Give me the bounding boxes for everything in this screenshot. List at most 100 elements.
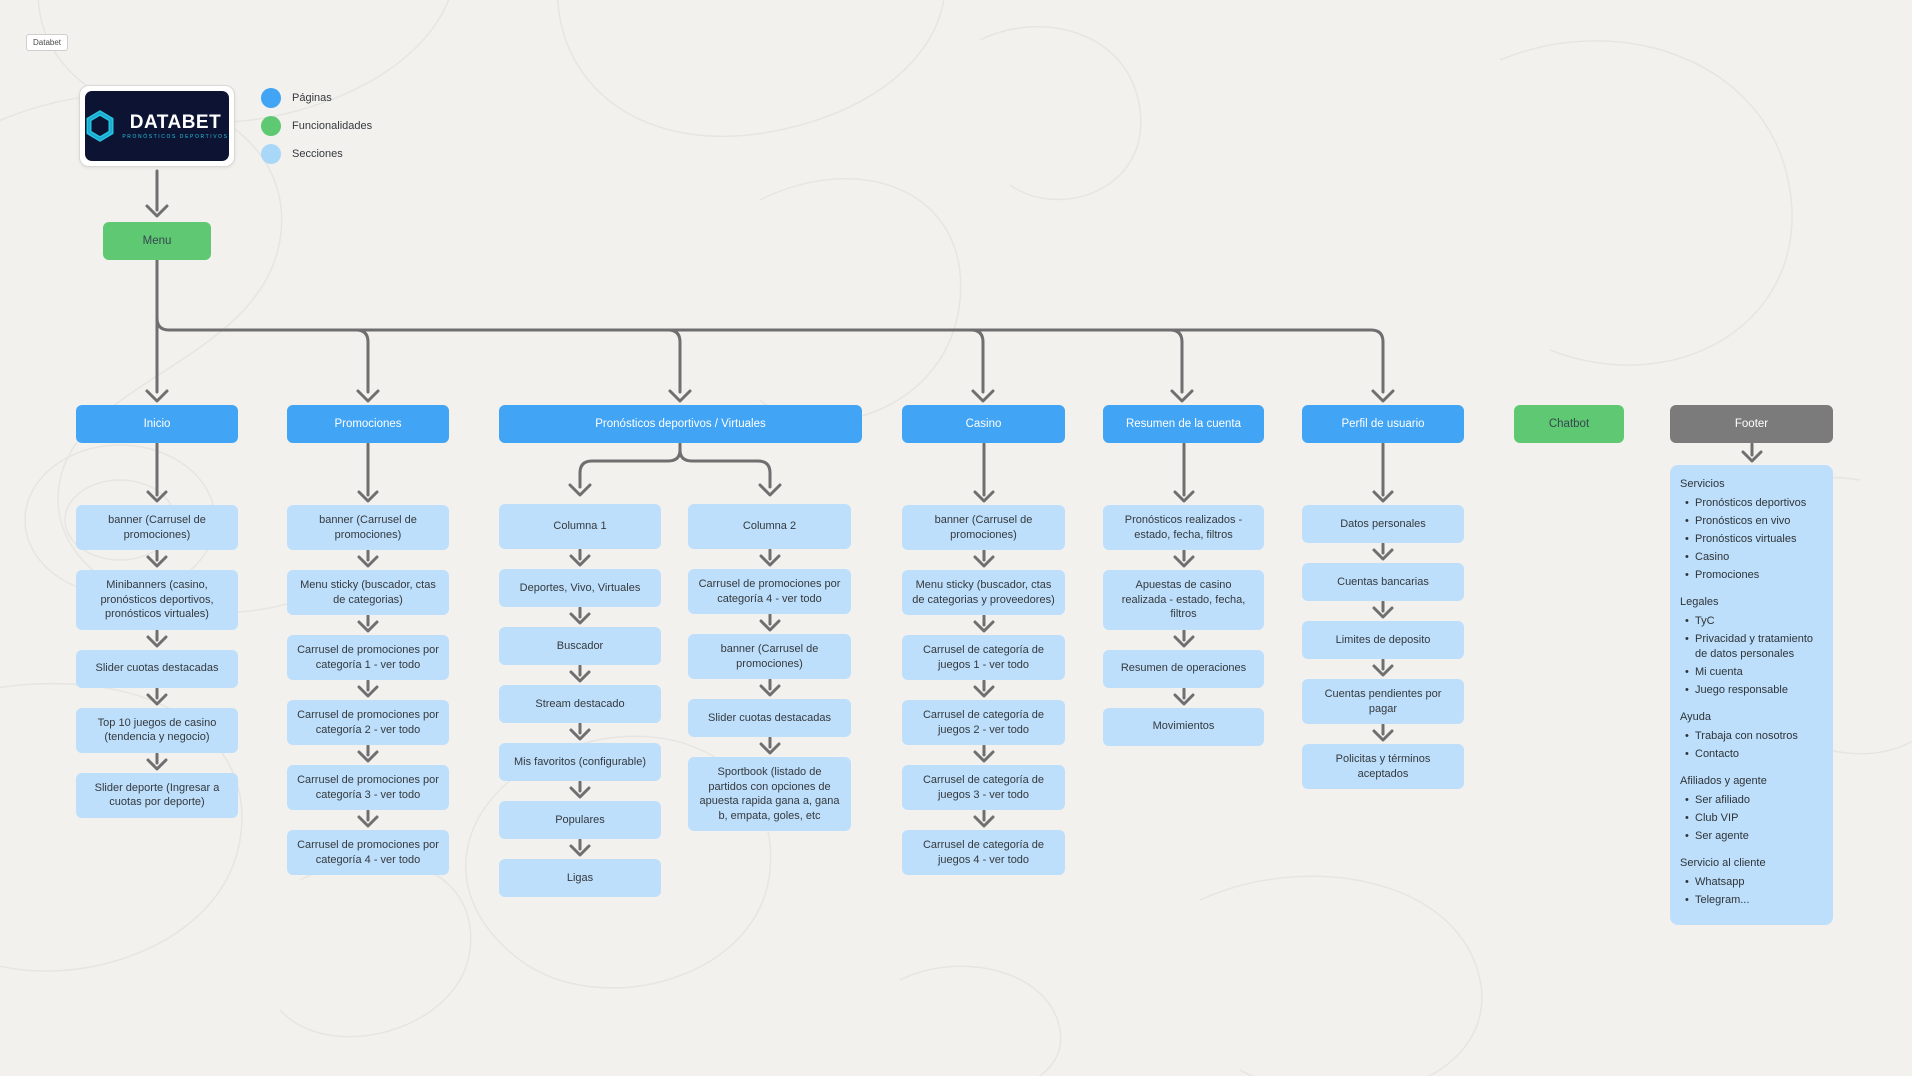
- logo-node[interactable]: DATABET PRONÓSTICOS DEPORTIVOS: [79, 85, 235, 167]
- arrow-down-connector: [688, 549, 851, 569]
- page-node-casino[interactable]: Casino: [902, 405, 1065, 443]
- arrow-down-connector: [76, 687, 238, 708]
- section-node-resumen-de-operaciones[interactable]: Resumen de operaciones: [1103, 649, 1264, 688]
- section-node-menu-sticky-buscador-ctas-de-categorias-[interactable]: Menu sticky (buscador, ctas de categoria…: [902, 570, 1065, 615]
- footer-group-list: WhatsappTelegram...: [1680, 875, 1823, 908]
- arrow-down-connector: [1302, 724, 1464, 744]
- arrow-down-connector: [1103, 550, 1264, 570]
- footer-link-trabaja-con-nosotros[interactable]: Trabaja con nosotros: [1680, 729, 1823, 744]
- section-node-carrusel-de-promociones-por-categoria-2-[interactable]: Carrusel de promociones por categoría 2 …: [287, 700, 449, 745]
- section-node-mis-favoritos-configurable[interactable]: Mis favoritos (configurable): [499, 743, 661, 781]
- section-node-carrusel-de-promociones-por-categoria-1-[interactable]: Carrusel de promociones por categoría 1 …: [287, 635, 449, 680]
- arrow-down-connector: [1302, 543, 1464, 563]
- section-node-cuentas-pendientes-por-pagar[interactable]: Cuentas pendientes por pagar: [1302, 679, 1464, 724]
- section-node-banner-carrusel-de-promociones[interactable]: banner (Carrusel de promociones): [76, 505, 238, 550]
- footer-link-pronosticos-en-vivo[interactable]: Pronósticos en vivo: [1680, 514, 1823, 529]
- section-node-menu-sticky-buscador-ctas-de-categorias[interactable]: Menu sticky (buscador, ctas de categoria…: [287, 570, 449, 615]
- page-node-pronosticos-deportivos-virtuales[interactable]: Pronósticos deportivos / Virtuales: [499, 405, 862, 443]
- footer-group-ayuda: AyudaTrabaja con nosotrosContacto: [1680, 710, 1823, 762]
- arrow-down-connector: [688, 614, 851, 634]
- section-node-carrusel-de-categoria-de-juegos-3-ver-to[interactable]: Carrusel de categoría de juegos 3 - ver …: [902, 765, 1065, 810]
- footer-link-pronosticos-deportivos[interactable]: Pronósticos deportivos: [1680, 496, 1823, 511]
- section-node-top-10-juegos-de-casino-tendencia-y-nego[interactable]: Top 10 juegos de casino (tendencia y neg…: [76, 707, 238, 753]
- page-node-perfil-de-usuario[interactable]: Perfil de usuario: [1302, 405, 1464, 443]
- arrow-down-connector: [287, 615, 449, 635]
- column-casino: Casino banner (Carrusel de promociones) Me…: [902, 405, 1065, 875]
- column-chatbot: Chatbot: [1514, 405, 1624, 443]
- footer-link-club-vip[interactable]: Club VIP: [1680, 811, 1823, 826]
- legend-item-label: Secciones: [292, 148, 343, 160]
- section-node-carrusel-de-categoria-de-juegos-4-ver-to[interactable]: Carrusel de categoría de juegos 4 - ver …: [902, 830, 1065, 875]
- section-node-columna-2[interactable]: Columna 2: [688, 504, 851, 549]
- section-node-minibanners-casino-pronosticos-deportivo[interactable]: Minibanners (casino, pronósticos deporti…: [76, 570, 238, 630]
- footer-link-ser-agente[interactable]: Ser agente: [1680, 829, 1823, 844]
- footer-link-privacidad-y-tratamiento-de-datos-person[interactable]: Privacidad y tratamiento de datos person…: [1680, 632, 1823, 662]
- arrow-down-connector: [287, 810, 449, 830]
- section-node-ligas[interactable]: Ligas: [499, 859, 661, 897]
- legend-item-label: Páginas: [292, 92, 332, 104]
- section-node-banner-carrusel-de-promociones[interactable]: banner (Carrusel de promociones): [287, 505, 449, 550]
- footer-group-list: Ser afiliadoClub VIP Ser agente: [1680, 793, 1823, 844]
- legend-item[interactable]: Funcionalidades: [261, 116, 372, 136]
- section-node-slider-deporte-ingresar-a-cuotas-por-dep[interactable]: Slider deporte (Ingresar a cuotas por de…: [76, 772, 238, 818]
- footer-link-ser-afiliado[interactable]: Ser afiliado: [1680, 793, 1823, 808]
- footer-link-contacto[interactable]: Contacto: [1680, 747, 1823, 762]
- section-node-sportbook-listado-de-partidos-con-opcion[interactable]: Sportbook (listado de partidos con opcio…: [688, 757, 851, 831]
- section-node-apuestas-de-casino-realizada-estado-fech[interactable]: Apuestas de casino realizada - estado, f…: [1103, 570, 1264, 630]
- feature-node-chatbot[interactable]: Chatbot: [1514, 405, 1624, 443]
- arrow-down-connector: [902, 615, 1065, 635]
- footer-link-pronosticos-virtuales[interactable]: Pronósticos virtuales: [1680, 532, 1823, 547]
- section-node-slider-cuotas-destacadas[interactable]: Slider cuotas destacadas: [688, 699, 851, 737]
- footer-link-whatsapp[interactable]: Whatsapp: [1680, 875, 1823, 890]
- footer-group-list: TyC Privacidad y tratamiento de datos per…: [1680, 614, 1823, 698]
- section-node-datos-personales[interactable]: Datos personales: [1302, 505, 1464, 543]
- section-node-buscador[interactable]: Buscador: [499, 627, 661, 665]
- section-node-slider-cuotas-destacadas[interactable]: Slider cuotas destacadas: [76, 649, 238, 688]
- column-footer: FooterServiciosPronósticos deportivosPro…: [1670, 405, 1833, 925]
- section-node-policitas-y-terminos-aceptados[interactable]: Policitas y términos aceptados: [1302, 744, 1464, 789]
- page-node-promociones[interactable]: Promociones: [287, 405, 449, 443]
- section-node-columna-1[interactable]: Columna 1: [499, 504, 661, 549]
- section-node-carrusel-de-categoria-de-juegos-1-ver-to[interactable]: Carrusel de categoría de juegos 1 - ver …: [902, 635, 1065, 680]
- section-node-deportes-vivo-virtuales[interactable]: Deportes, Vivo, Virtuales: [499, 569, 661, 607]
- footer-link-juego-responsable[interactable]: Juego responsable: [1680, 683, 1823, 698]
- arrow-down-connector: [76, 629, 238, 650]
- databet-hexagon-icon: [86, 110, 114, 142]
- footer-group-title: Ayuda: [1680, 711, 1711, 723]
- section-node-stream-destacado[interactable]: Stream destacado: [499, 685, 661, 723]
- footer-node[interactable]: Footer: [1670, 405, 1833, 443]
- footer-group-legales: LegalesTyC Privacidad y tratamiento de da…: [1680, 595, 1823, 698]
- arrow-down-connector: [902, 550, 1065, 570]
- document-tab[interactable]: Databet: [26, 34, 69, 51]
- section-node-carrusel-de-promociones-por-categoria-4-[interactable]: Carrusel de promociones por categoría 4 …: [287, 830, 449, 875]
- legend-item-label: Funcionalidades: [292, 120, 373, 132]
- section-node-movimientos[interactable]: Movimientos: [1103, 707, 1264, 746]
- section-node-carrusel-de-categoria-de-juegos-2-ver-to[interactable]: Carrusel de categoría de juegos 2 - ver …: [902, 700, 1065, 745]
- footer-link-telegram[interactable]: Telegram...: [1680, 893, 1823, 908]
- footer-group-title: Servicio al cliente: [1680, 857, 1766, 869]
- section-node-cuentas-bancarias[interactable]: Cuentas bancarias: [1302, 563, 1464, 601]
- page-node-resumen-de-la-cuenta[interactable]: Resumen de la cuenta: [1103, 405, 1264, 443]
- footer-link-tyc[interactable]: TyC: [1680, 614, 1823, 629]
- section-node-carrusel-de-promociones-por-categoria-4-[interactable]: Carrusel de promociones por categoría 4 …: [688, 569, 851, 614]
- footer-link-promociones[interactable]: Promociones: [1680, 568, 1823, 583]
- footer-links-panel[interactable]: ServiciosPronósticos deportivosPronóstic…: [1670, 465, 1833, 925]
- arrow-down-connector: [287, 680, 449, 700]
- section-node-carrusel-de-promociones-por-categoria-3-[interactable]: Carrusel de promociones por categoría 3 …: [287, 765, 449, 810]
- footer-link-mi-cuenta[interactable]: Mi cuenta: [1680, 665, 1823, 680]
- legend-color-dot: [261, 116, 281, 136]
- section-node-banner-carrusel-de-promociones[interactable]: banner (Carrusel de promociones): [688, 634, 851, 679]
- legend-item[interactable]: Secciones: [261, 144, 372, 164]
- footer-link-casino[interactable]: Casino: [1680, 550, 1823, 565]
- section-node-pronosticos-realizados-estado-fecha-filt[interactable]: Pronósticos realizados - estado, fecha, …: [1103, 505, 1264, 550]
- page-node-inicio[interactable]: Inicio: [76, 405, 238, 443]
- legend-item[interactable]: Páginas: [261, 88, 372, 108]
- section-node-banner-carrusel-de-promociones[interactable]: banner (Carrusel de promociones): [902, 505, 1065, 550]
- menu-node[interactable]: Menu: [103, 222, 211, 260]
- section-node-populares[interactable]: Populares: [499, 801, 661, 839]
- footer-group-title: Legales: [1680, 596, 1719, 608]
- logo-text: DATABET PRONÓSTICOS DEPORTIVOS: [122, 113, 228, 140]
- section-node-limites-de-deposito[interactable]: Limites de deposito: [1302, 621, 1464, 659]
